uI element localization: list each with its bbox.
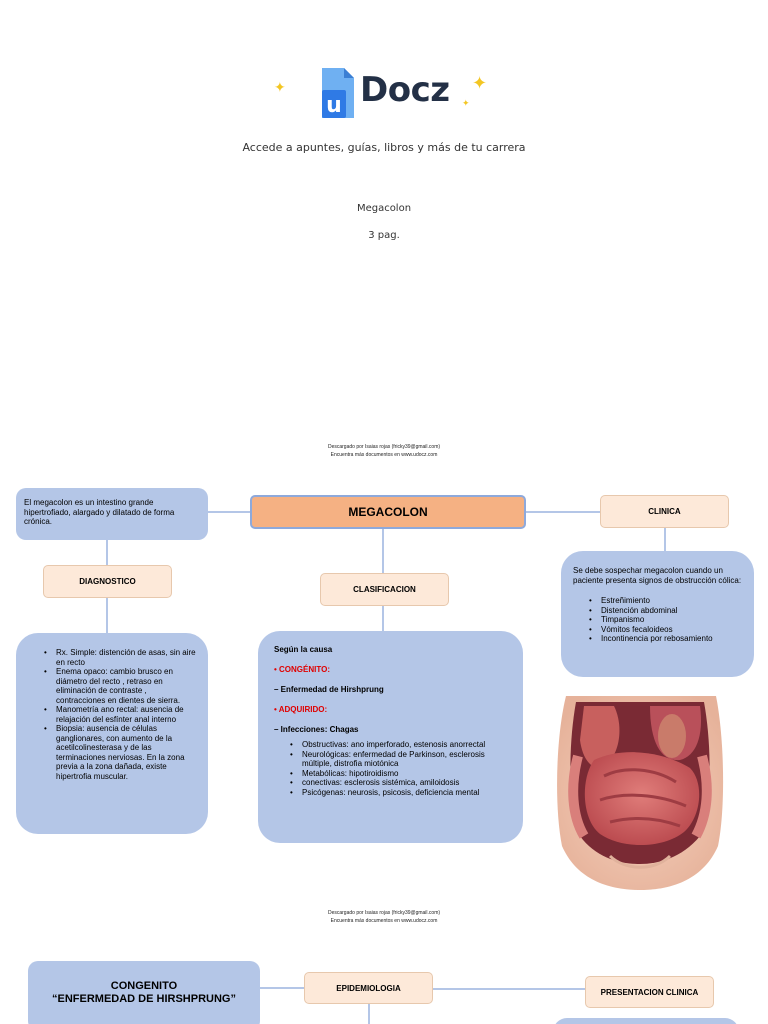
diagnostico-label: DIAGNOSTICO [79, 577, 136, 586]
clas-hirshprung: – Enfermedad de Hirshprung [274, 685, 384, 694]
clinica-list: Estreñimiento Distención abdominal Timpa… [573, 596, 744, 644]
downloaded-by-text: Descargado por Isaias rojas (fricky39@gm… [327, 910, 441, 916]
clinica-intro: Se debe sospechar megacolon cuando un pa… [573, 566, 742, 585]
logo-wordmark: Docz [360, 70, 450, 110]
connector-line [526, 511, 600, 513]
connector-line [106, 598, 108, 634]
download-credit: Descargado por Isaias rojas (fricky39@gm… [0, 909, 768, 925]
clinica-label: CLINICA [648, 507, 681, 516]
connector-line [382, 606, 384, 632]
clasificacion-detail-box: Según la causa • CONGÉNITO: – Enfermedad… [258, 631, 523, 843]
diagnostico-header: DIAGNOSTICO [43, 565, 172, 598]
list-item: Biopsia: ausencia de células ganglionare… [44, 724, 196, 781]
clas-adquirido: • ADQUIRIDO: [274, 705, 328, 714]
list-item: Incontinencia por rebosamiento [589, 634, 744, 644]
download-credit: Descargado por Isaias rojas (fricky39@gm… [0, 443, 768, 459]
list-item: Manometría ano rectal: ausencia de relaj… [44, 705, 196, 724]
clas-infecciones: – Infecciones: Chagas [274, 725, 359, 734]
more-docs-text: Encuentra más documentos en www.udocz.co… [330, 452, 438, 458]
presentacion-clinica-header: PRESENTACION CLINICA [585, 976, 714, 1008]
connector-line [260, 987, 304, 989]
sparkle-icon: ✦ [274, 79, 286, 95]
list-item: Estreñimiento [589, 596, 744, 606]
list-item: Neurológicas: enfermedad de Parkinson, e… [290, 750, 513, 769]
clinica-header: CLINICA [600, 495, 729, 528]
clinica-detail-box: Se debe sospechar megacolon cuando un pa… [561, 551, 754, 677]
list-item: Rx. Simple: distención de asas, sin aire… [44, 648, 196, 667]
connector-line [208, 511, 250, 513]
connector-line [433, 988, 585, 990]
list-item: conectivas: esclerosis sistémica, amiloi… [290, 778, 513, 788]
megacolon-illustration [557, 696, 724, 890]
list-item: Timpanismo [589, 615, 744, 625]
logo-letter: u [326, 93, 342, 118]
document-page-count: 3 pag. [368, 230, 400, 241]
sparkle-icon: ✦ [472, 73, 488, 93]
clas-heading: Según la causa [274, 645, 333, 654]
more-docs-text: Encuentra más documentos en www.udocz.co… [330, 918, 438, 924]
definition-box: El megacolon es un intestino grande hipe… [16, 488, 208, 540]
clasificacion-list: Obstructivas: ano imperforado, estenosis… [274, 740, 513, 797]
list-item: Enema opaco: cambio brusco en diámetro d… [44, 667, 196, 705]
congenito-box: CONGENITO “ENFERMEDAD DE HIRSHPRUNG” [28, 961, 260, 1024]
definition-text: El megacolon es un intestino grande hipe… [24, 498, 175, 526]
connector-line [382, 528, 384, 574]
megacolon-title-box: MEGACOLON [250, 495, 526, 529]
list-item: Distención abdominal [589, 606, 744, 616]
connector-line [106, 540, 108, 566]
diagnostico-detail-box: Rx. Simple: distención de asas, sin aire… [16, 633, 208, 834]
clas-congenito: • CONGÉNITO: [274, 665, 330, 674]
tagline: Accede a apuntes, guías, libros y más de… [242, 141, 526, 154]
udocz-logo: u Docz [320, 66, 450, 122]
connector-line [368, 1004, 370, 1024]
hirshprung-title: “ENFERMEDAD DE HIRSHPRUNG” [52, 993, 236, 1005]
congenito-title: CONGENITO [110, 980, 178, 992]
clasificacion-label: CLASIFICACION [353, 585, 416, 594]
list-item: Obstructivas: ano imperforado, estenosis… [290, 740, 513, 750]
epidemiologia-header: EPIDEMIOLOGIA [304, 972, 433, 1004]
connector-line [664, 528, 666, 552]
udocz-document-icon: u [322, 68, 354, 118]
clasificacion-header: CLASIFICACION [320, 573, 449, 606]
list-item: Metabólicas: hipotiroidismo [290, 769, 513, 779]
epidemiologia-label: EPIDEMIOLOGIA [336, 983, 401, 993]
list-item: Vómitos fecaloideos [589, 625, 744, 635]
downloaded-by-text: Descargado por Isaias rojas (fricky39@gm… [327, 444, 441, 450]
megacolon-title: MEGACOLON [348, 505, 428, 519]
document-title: Megacolon [356, 203, 412, 214]
presentacion-clinica-label: PRESENTACION CLINICA [600, 987, 699, 997]
sparkle-icon: ✦ [462, 98, 470, 108]
presentacion-detail-box [553, 1018, 739, 1024]
list-item: Psicógenas: neurosis, psicosis, deficien… [290, 788, 513, 798]
diagnostico-list: Rx. Simple: distención de asas, sin aire… [44, 648, 196, 781]
